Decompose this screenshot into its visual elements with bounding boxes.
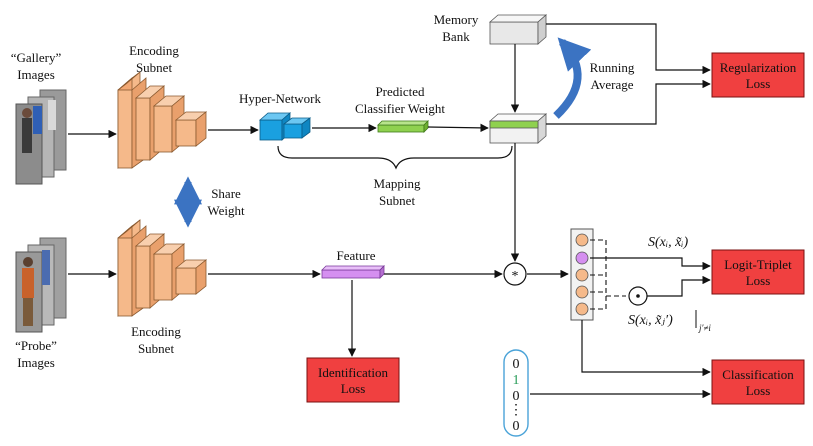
gallery-label-line2: Images	[17, 67, 55, 82]
gallery-images	[15, 89, 67, 185]
encoding-subnet-bottom-label-line2: Subnet	[138, 341, 175, 356]
mapping-subnet-brace	[277, 145, 513, 170]
negative-similarity-subscript: j′≠i	[698, 323, 711, 333]
svg-text:Classification: Classification	[722, 367, 794, 382]
probe-images	[15, 237, 67, 333]
encoding-subnet-top-label-line1: Encoding	[129, 43, 179, 58]
encoding-subnet-top-label-line2: Subnet	[136, 60, 173, 75]
one-hot-entry: 1	[513, 373, 520, 388]
connection-lines	[68, 23, 711, 399]
gallery-label-line1: “Gallery”	[11, 50, 62, 65]
mapping-subnet-label-line1: Mapping	[374, 176, 421, 191]
logit-vector	[570, 228, 594, 321]
predicted-weight-label-line1: Predicted	[375, 84, 425, 99]
mapping-subnet-label-line2: Subnet	[379, 193, 416, 208]
share-weight-label-line1: Share	[211, 186, 241, 201]
svg-text:Loss: Loss	[746, 273, 771, 288]
one-hot-entry: ⋮	[509, 403, 523, 418]
feature-bar	[321, 265, 385, 279]
encoding-subnet-bottom-label-line1: Encoding	[131, 324, 181, 339]
identification-loss-box: Identification Loss	[306, 357, 400, 403]
classification-loss-box: Classification Loss	[711, 359, 805, 405]
negative-logit-connectors	[590, 239, 626, 310]
logit-triplet-loss-box: Logit-Triplet Loss	[711, 249, 805, 295]
running-average-label-line1: Running	[590, 60, 635, 75]
svg-text:Loss: Loss	[746, 383, 771, 398]
share-weight-label-line2: Weight	[207, 203, 245, 218]
multiply-symbol: *	[512, 269, 519, 284]
svg-text:Identification: Identification	[318, 365, 389, 380]
one-hot-entry: 0	[513, 419, 520, 434]
encoding-subnet-bottom	[117, 219, 208, 317]
probe-label-line1: “Probe”	[15, 338, 57, 353]
encoding-subnet-top	[117, 71, 208, 169]
one-hot-entry: 0	[513, 389, 520, 404]
memory-bank-label-line2: Bank	[442, 29, 470, 44]
one-hot-entry: 0	[513, 357, 520, 372]
positive-similarity-label: S(xᵢ, x̃ᵢ)	[648, 235, 689, 250]
svg-text:Regularization: Regularization	[720, 60, 797, 75]
negative-similarity-label: S(xᵢ, x̃ⱼ′)	[628, 313, 673, 328]
probe-label-line2: Images	[17, 355, 55, 370]
svg-text:Logit-Triplet: Logit-Triplet	[724, 257, 792, 272]
feature-label: Feature	[337, 248, 376, 263]
one-hot-label-vector: 0 1 0 ⋮ 0	[503, 349, 529, 437]
memory-bank-label-line1: Memory	[434, 12, 479, 27]
dot-product-symbol	[636, 294, 640, 298]
svg-text:Loss: Loss	[341, 381, 366, 396]
classifier-weight-block	[488, 113, 548, 144]
hyper-network-label: Hyper-Network	[239, 91, 322, 106]
multiply-node	[503, 262, 527, 286]
running-average-label-line2: Average	[590, 77, 633, 92]
predicted-classifier-weight-bar	[377, 120, 429, 133]
memory-bank-block	[488, 14, 548, 45]
regularization-loss-box: Regularization Loss	[711, 52, 805, 98]
predicted-weight-label-line2: Classifier Weight	[355, 101, 445, 116]
running-average-arrow	[553, 37, 592, 119]
hyper-network-block	[258, 112, 312, 141]
svg-text:Loss: Loss	[746, 76, 771, 91]
